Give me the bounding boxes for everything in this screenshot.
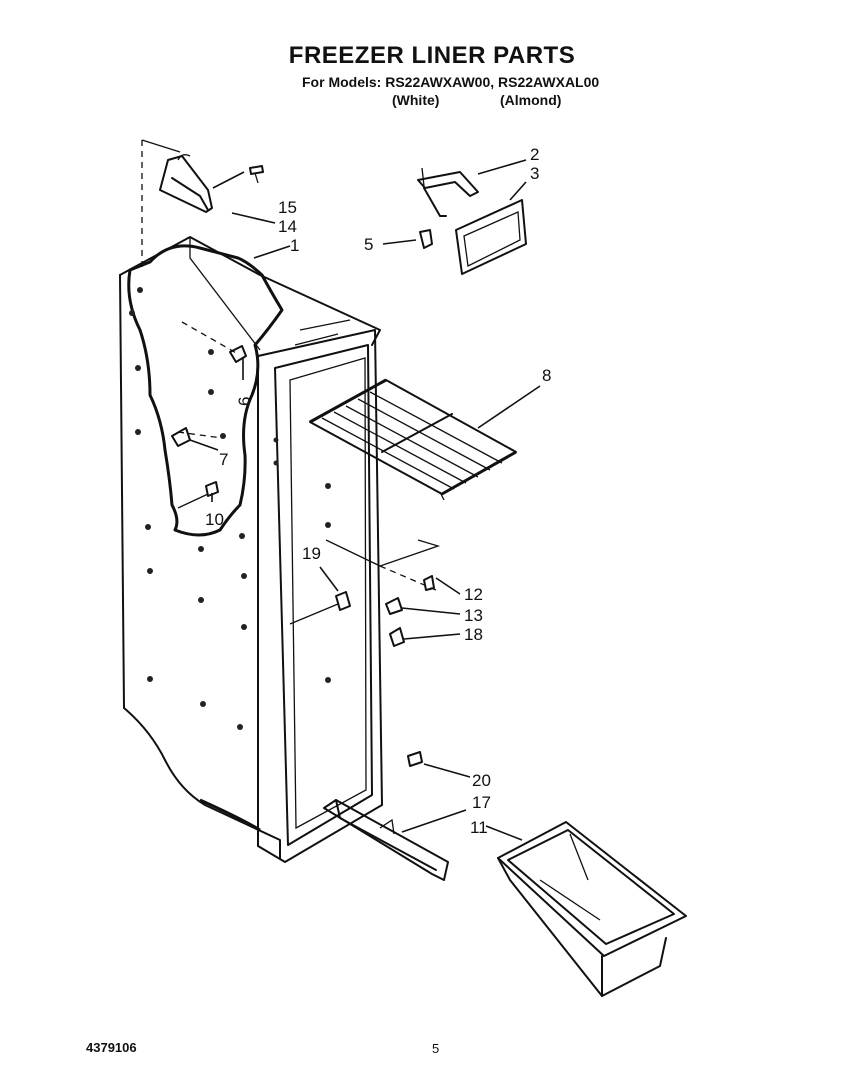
- basket-part-11: [497, 821, 687, 997]
- callout-3: 3: [530, 164, 539, 183]
- screw-part-5: [419, 229, 433, 249]
- callout-11: 11: [470, 818, 488, 837]
- clip-part-13: [385, 597, 403, 615]
- clip-part-6: [181, 321, 247, 363]
- callout-19: 19: [302, 544, 321, 563]
- callout-7: 7: [219, 450, 228, 469]
- variant-almond-label: (Almond): [500, 92, 562, 108]
- callout-2: 2: [530, 145, 539, 164]
- page-number: 5: [432, 1041, 440, 1056]
- callout-8: 8: [542, 366, 551, 385]
- bracket-part-2: [417, 167, 479, 217]
- callout-17: 17: [472, 793, 491, 812]
- screw-part-20: [407, 751, 423, 767]
- document-number: 4379106: [86, 1040, 137, 1055]
- callout-15: 15: [278, 198, 297, 217]
- variant-white-label: (White): [392, 92, 440, 108]
- models-line: For Models: RS22AWXAW00, RS22AWXAL00: [302, 74, 600, 90]
- light-shield-part-3: [455, 199, 527, 275]
- callout-12: 12: [464, 585, 483, 604]
- clip-part-18: [389, 627, 405, 647]
- callout-5: 5: [364, 235, 373, 254]
- wire-shelf-part-8: [309, 378, 517, 501]
- callout-13: 13: [464, 606, 483, 625]
- callout-1: 1: [290, 236, 299, 255]
- callout-14: 14: [278, 217, 297, 236]
- clip-part-10: [177, 481, 219, 509]
- clip-part-12: [423, 575, 435, 591]
- callout-18: 18: [464, 625, 483, 644]
- callout-20: 20: [472, 771, 491, 790]
- screw-part-15: [249, 165, 264, 184]
- leader-lines: [189, 159, 541, 841]
- page-title: FREEZER LINER PARTS: [288, 42, 576, 69]
- callout-10: 10: [205, 510, 224, 529]
- freezer-liner-part-1: [119, 236, 383, 863]
- bracket-part-14: [159, 154, 213, 213]
- callout-6: 6: [235, 397, 254, 406]
- shelf-support-part-19: [289, 591, 351, 625]
- rail-part-17: [323, 799, 449, 881]
